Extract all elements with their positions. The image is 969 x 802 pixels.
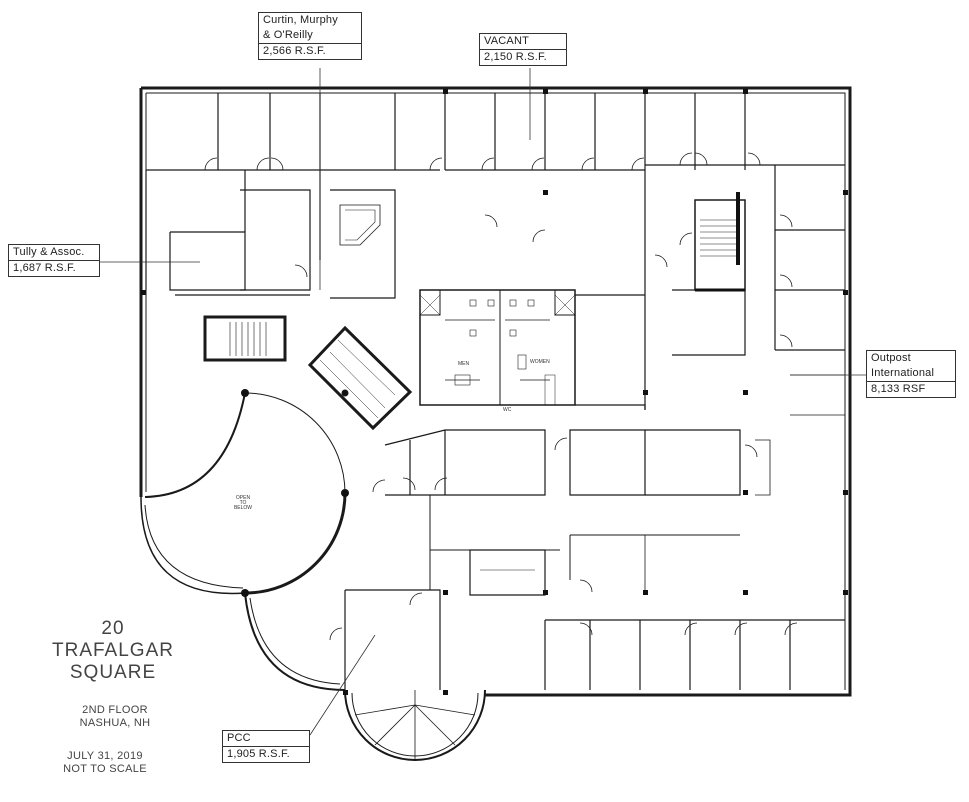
city-label: NASHUA, NH [79,717,151,729]
tenant-label-vacant: VACANT 2,150 R.S.F. [479,33,567,66]
tenant-area: 2,150 R.S.F. [480,49,566,65]
tenant-area: 2,566 R.S.F. [259,43,361,59]
restroom-core [419,289,576,406]
south-offices [344,589,845,690]
date-scale-block: JULY 31, 2019 NOT TO SCALE [40,750,170,776]
restroom-fixtures [454,299,535,386]
tenant-label-outpost: Outpost International 8,133 RSF [866,350,956,398]
tenant-name-line: International [871,367,935,379]
tenant-label-tully: Tully & Assoc. 1,687 R.S.F. [8,244,100,277]
tenant-name-line: PCC [227,732,251,744]
door-swings [204,152,798,641]
west-rooms [145,170,321,296]
elevator-core [307,325,413,431]
floor-label: 2ND FLOOR [82,704,148,716]
tenant-label-curtin: Curtin, Murphy & O'Reilly 2,566 R.S.F. [258,12,362,60]
men-room-label: MEN [458,361,470,367]
tenant-name-line: VACANT [484,35,530,47]
columns [141,89,848,695]
north-offices [146,93,845,171]
note-line: TO [239,500,247,506]
central-rooms [384,429,771,596]
date-label: JULY 31, 2019 [67,750,143,762]
tully-stair [203,315,287,362]
tenant-area: 1,905 R.S.F. [223,746,309,762]
building-title-block: 20 TRAFALGAR SQUARE [48,618,178,684]
tenant-label-pcc: PCC 1,905 R.S.F. [222,730,310,763]
tenant-name-line: Curtin, Murphy [263,14,338,26]
leader-lines [100,68,868,736]
building-number: 20 [101,618,125,639]
south-bay [344,689,486,761]
east-rooms [575,165,845,416]
tenant-area: 8,133 RSF [867,381,955,397]
note-line: OPEN [235,495,251,501]
tenant-name-line: Tully & Assoc. [13,246,85,258]
atrium-curve [140,392,347,691]
open-to-below-note: OPEN TO BELOW [228,496,258,511]
street-line2: SQUARE [69,662,157,683]
tenant-name-line: & O'Reilly [263,29,313,41]
scale-label: NOT TO SCALE [63,763,147,775]
tenant-area: 1,687 R.S.F. [9,260,99,276]
note-line: BELOW [233,505,253,511]
wc-label: WC [503,407,512,413]
tenant-name-line: Outpost [871,352,911,364]
women-room-label: WOMEN [530,359,550,365]
curtin-rooms [330,189,396,299]
street-line1: TRAFALGAR [52,640,174,661]
floor-location-block: 2ND FLOOR NASHUA, NH [60,704,170,730]
